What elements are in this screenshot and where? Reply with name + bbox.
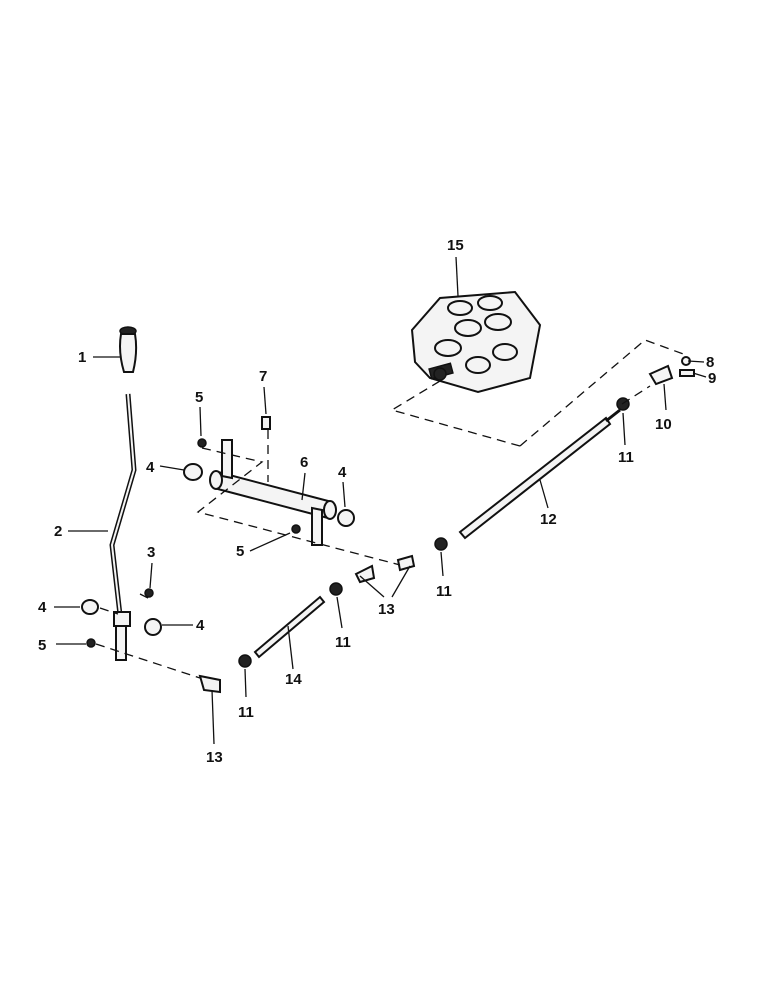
callout-2: 2	[54, 523, 62, 540]
callout-11-bottom: 11	[238, 704, 254, 721]
callout-4-lower-left: 4	[38, 599, 47, 616]
lever-grip	[119, 326, 138, 373]
short-control-rod	[253, 595, 326, 659]
callout-4-upper-left: 4	[146, 459, 155, 476]
cross-shaft	[209, 439, 337, 546]
callout-3: 3	[147, 544, 155, 561]
long-control-rod	[458, 408, 621, 540]
callout-11-top-right: 11	[618, 449, 634, 466]
callout-13-lower: 13	[206, 749, 223, 766]
callout-11-middle: 11	[436, 583, 452, 600]
leader-lines	[54, 256, 707, 745]
bushings	[81, 463, 355, 636]
callout-8: 8	[706, 354, 714, 371]
callout-6: 6	[300, 454, 308, 471]
callout-4-lower-right: 4	[196, 617, 205, 634]
callout-15: 15	[447, 237, 464, 254]
callout-12: 12	[540, 511, 557, 528]
callout-5-middle: 5	[236, 543, 244, 560]
callout-1: 1	[78, 349, 86, 366]
callout-10: 10	[655, 416, 672, 433]
callout-4-upper-right: 4	[338, 464, 347, 481]
callout-7: 7	[259, 368, 267, 385]
callout-labels: 1 2 3 4 4 4 4 5 5 5 6 7 8 9 10 11 11 11 …	[38, 237, 716, 766]
control-valve	[410, 290, 542, 394]
callout-11-lower-middle: 11	[335, 634, 351, 651]
callout-14: 14	[285, 671, 302, 688]
assembly-lines	[95, 339, 687, 679]
callout-5-bottom: 5	[38, 637, 46, 654]
callout-9: 9	[708, 370, 716, 387]
control-lever	[109, 393, 137, 661]
callout-5-top: 5	[195, 389, 203, 406]
fasteners	[86, 416, 301, 648]
callout-13-upper: 13	[378, 601, 395, 618]
